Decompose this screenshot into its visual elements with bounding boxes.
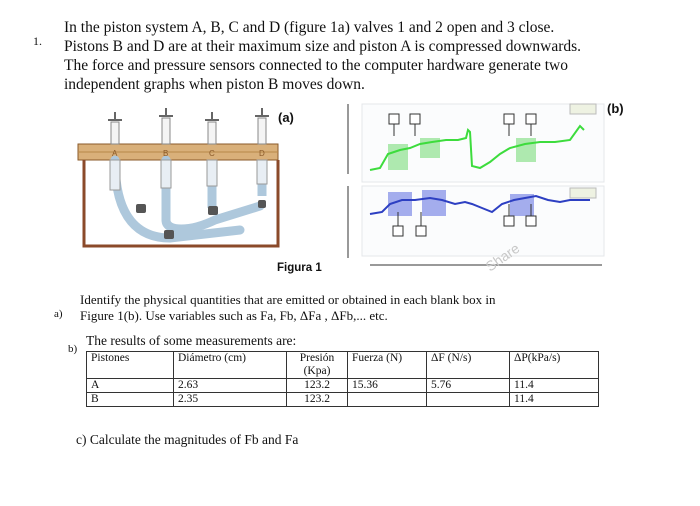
figure-caption: Figura 1 [277, 262, 322, 274]
part-c-text: c) Calculate the magnitudes of Fb and Fa [76, 432, 299, 447]
table-header: ΔF (N/s) [426, 351, 510, 379]
table-cell: 123.2 [286, 392, 348, 407]
table-cell: 11.4 [509, 392, 599, 407]
intro-line: Pistons B and D are at their maximum siz… [64, 38, 582, 55]
blank-box [525, 113, 537, 125]
piston-label-a: A [112, 149, 118, 158]
table-cell: 15.36 [347, 378, 427, 393]
part-a-line: Identify the physical quantities that ar… [80, 292, 496, 307]
problem-statement: In the piston system A, B, C and D (figu… [64, 18, 684, 94]
table-header-row: Pistones Diámetro (cm) Presión (Kpa) Fue… [86, 351, 599, 379]
part-a-line: Figure 1(b). Use variables such as Fa, F… [80, 308, 388, 323]
table-cell [426, 392, 510, 407]
intro-line: In the piston system A, B, C and D (figu… [64, 19, 555, 36]
table-cell: B [86, 392, 174, 407]
sensor-graphs: Share [347, 103, 605, 274]
part-a-text: Identify the physical quantities that ar… [80, 292, 496, 324]
piston-label-d: D [259, 149, 265, 158]
valve-1 [136, 204, 146, 213]
table-cell: 2.35 [173, 392, 287, 407]
intro-line: The force and pressure sensors connected… [64, 57, 568, 74]
intro-line: independent graphs when piston B moves d… [64, 76, 365, 93]
figure-1: A B C D [77, 103, 605, 274]
valve-3 [208, 206, 218, 215]
blank-box [415, 225, 427, 237]
piston-label-c: C [209, 149, 215, 158]
table-cell: 2.63 [173, 378, 287, 393]
measurements-table: Pistones Diámetro (cm) Presión (Kpa) Fue… [86, 351, 599, 407]
table-header: Pistones [86, 351, 174, 379]
question-number: 1. [33, 34, 42, 48]
blank-box [525, 215, 537, 227]
table-header: ΔP(kPa/s) [509, 351, 599, 379]
part-b-title: The results of some measurements are: [86, 333, 297, 348]
table-cell: 11.4 [509, 378, 599, 393]
table-header: Presión (Kpa) [286, 351, 348, 379]
table-cell [347, 392, 427, 407]
table-header: Fuerza (N) [347, 351, 427, 379]
part-a-letter: a) [54, 308, 63, 320]
blank-box [392, 225, 404, 237]
valve-2 [164, 230, 174, 239]
piston-label-b: B [163, 149, 168, 158]
table-cell: 5.76 [426, 378, 510, 393]
table-row: A 2.63 123.2 15.36 5.76 11.4 [86, 378, 599, 393]
blank-box [503, 215, 515, 227]
table-header: Diámetro (cm) [173, 351, 287, 379]
blank-box [388, 113, 400, 125]
part-b-letter: b) [68, 343, 78, 355]
table-row: B 2.35 123.2 11.4 [86, 392, 599, 407]
figure-label-a: (a) [278, 110, 294, 125]
blank-box [409, 113, 421, 125]
table-cell: A [86, 378, 174, 393]
table-cell: 123.2 [286, 378, 348, 393]
figure-label-b: (b) [607, 101, 624, 116]
blank-box [503, 113, 515, 125]
piston-diagram: A B C D [77, 108, 280, 248]
